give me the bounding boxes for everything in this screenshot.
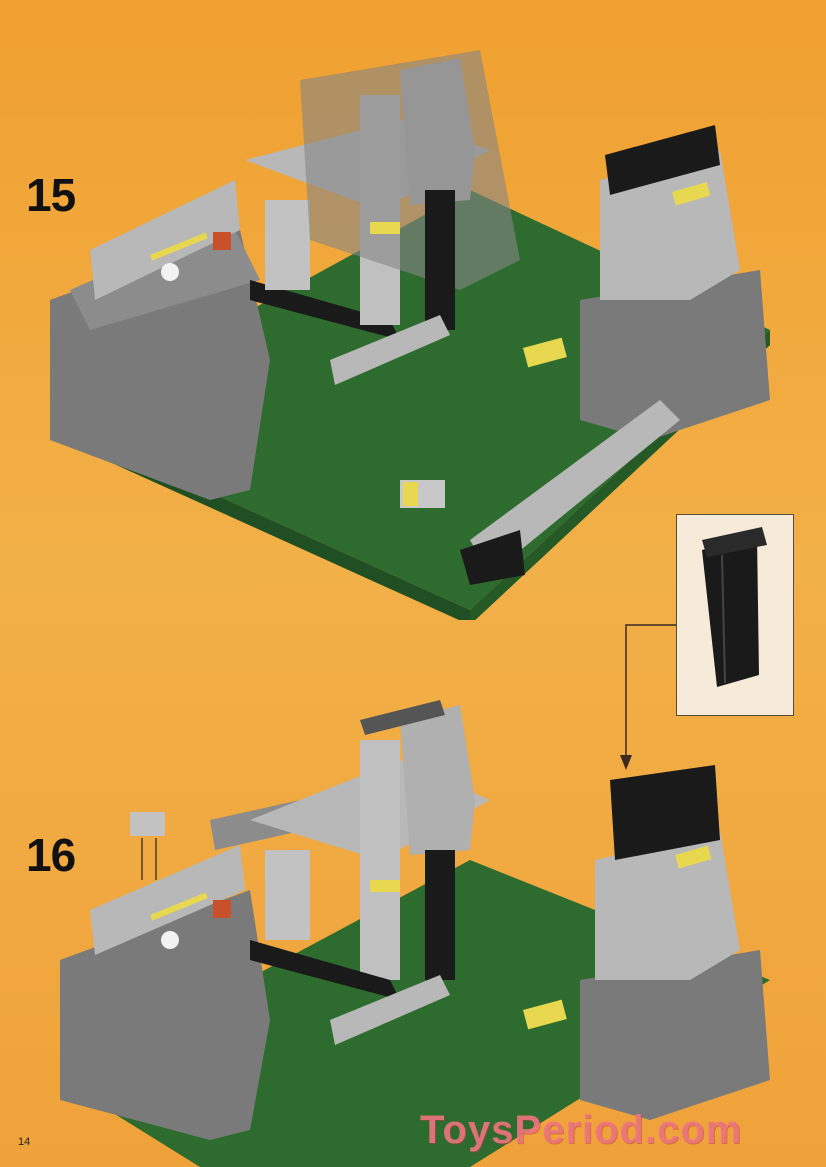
watermark: ToysPeriod.com	[420, 1108, 743, 1152]
wall-left-light	[90, 180, 240, 300]
skull	[161, 263, 179, 281]
front-beam-16	[330, 975, 450, 1045]
baseplate	[50, 190, 770, 610]
front-wall	[470, 400, 680, 575]
step-15-number: 15	[26, 169, 76, 221]
page-number: 14	[18, 1136, 31, 1148]
right-black-cap	[605, 125, 720, 195]
pillar-16a	[265, 850, 310, 940]
back-rock	[300, 50, 520, 290]
yellow-right-16	[675, 845, 712, 869]
callout-arrow	[620, 624, 676, 770]
yellow-plate-16	[523, 999, 567, 1030]
tower-16	[400, 705, 475, 855]
red-cap	[213, 232, 231, 250]
red-cap-16	[213, 900, 231, 918]
right-tower-16	[595, 830, 740, 980]
step-16-number: 16	[26, 829, 76, 881]
yellow-bar	[149, 232, 208, 261]
yellow-tile-plate	[522, 337, 567, 368]
arch-top-16	[360, 700, 445, 735]
yellow-tile-right	[672, 182, 711, 206]
right-cap-16	[610, 765, 720, 860]
black-col-16	[425, 850, 455, 980]
right-rock	[580, 270, 770, 440]
step-15-illustration	[50, 50, 770, 620]
front-black	[460, 530, 525, 585]
sub-assembly-callout	[676, 514, 794, 716]
pillar-16b	[360, 740, 400, 980]
yellow-bar-16	[150, 892, 208, 921]
loose-brick	[130, 812, 165, 836]
wall-left-16	[90, 845, 245, 955]
skull-16	[161, 931, 179, 949]
black-pillar-subassembly	[702, 527, 767, 687]
right-rock-16	[580, 950, 770, 1120]
yellow-tile-top	[370, 222, 400, 234]
chest-detail	[403, 482, 418, 506]
black-base-16	[250, 940, 400, 1000]
yellow-16	[370, 880, 400, 892]
black-column	[425, 190, 455, 330]
rock-left-16	[60, 890, 270, 1140]
front-beam	[330, 315, 450, 385]
pillar-a	[265, 200, 310, 290]
